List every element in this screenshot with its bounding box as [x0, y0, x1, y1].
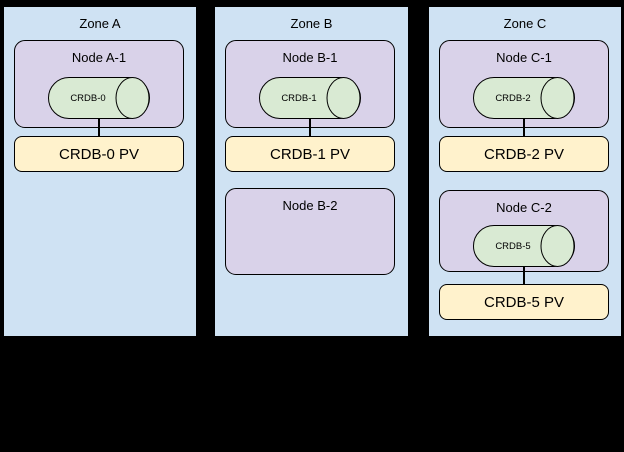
node-a-1: Node A-1 CRDB-0 — [14, 40, 184, 128]
crdb-0-label: CRDB-0 — [70, 92, 106, 104]
crdb-2-label: CRDB-2 — [495, 92, 531, 104]
zone-a: Zone A Node A-1 CRDB-0 CRDB-0 PV — [3, 6, 197, 337]
zone-a-title: Zone A — [79, 16, 121, 31]
zone-b-title: Zone B — [290, 16, 333, 31]
connector-crdb2-pv — [523, 119, 525, 136]
crdb-5-label: CRDB-5 — [495, 240, 531, 252]
node-a-1-title: Node A-1 — [71, 50, 127, 65]
node-c-1-title: Node C-1 — [496, 50, 552, 65]
node-c-2-title: Node C-2 — [496, 200, 552, 215]
node-c-1: Node C-1 CRDB-2 — [439, 40, 609, 128]
connector-crdb5-pv — [523, 267, 525, 284]
crdb-2-pv: CRDB-2 PV — [439, 136, 609, 172]
zone-c: Zone C Node C-1 CRDB-2 CRDB-2 PV Node C-… — [428, 6, 622, 337]
crdb-1-label: CRDB-1 — [281, 92, 317, 104]
node-c-2: Node C-2 CRDB-5 — [439, 190, 609, 272]
crdb-5-pv: CRDB-5 PV — [439, 284, 609, 320]
crdb-5-pod: CRDB-5 — [473, 225, 575, 267]
connector-crdb1-pv — [309, 119, 311, 136]
node-b-2: Node B-2 — [225, 188, 395, 275]
crdb-2-pod: CRDB-2 — [473, 77, 575, 119]
crdb-0-pv: CRDB-0 PV — [14, 136, 184, 172]
zone-c-title: Zone C — [503, 16, 547, 31]
zone-b: Zone B Node B-1 CRDB-1 CRDB-1 PV Node B-… — [214, 6, 409, 337]
crdb-1-pod: CRDB-1 — [259, 77, 361, 119]
crdb-1-pv: CRDB-1 PV — [225, 136, 395, 172]
node-b-1: Node B-1 CRDB-1 — [225, 40, 395, 128]
crdb-0-pod: CRDB-0 — [48, 77, 150, 119]
node-b-2-title: Node B-2 — [282, 198, 338, 213]
connector-crdb0-pv — [98, 119, 100, 136]
node-b-1-title: Node B-1 — [282, 50, 338, 65]
